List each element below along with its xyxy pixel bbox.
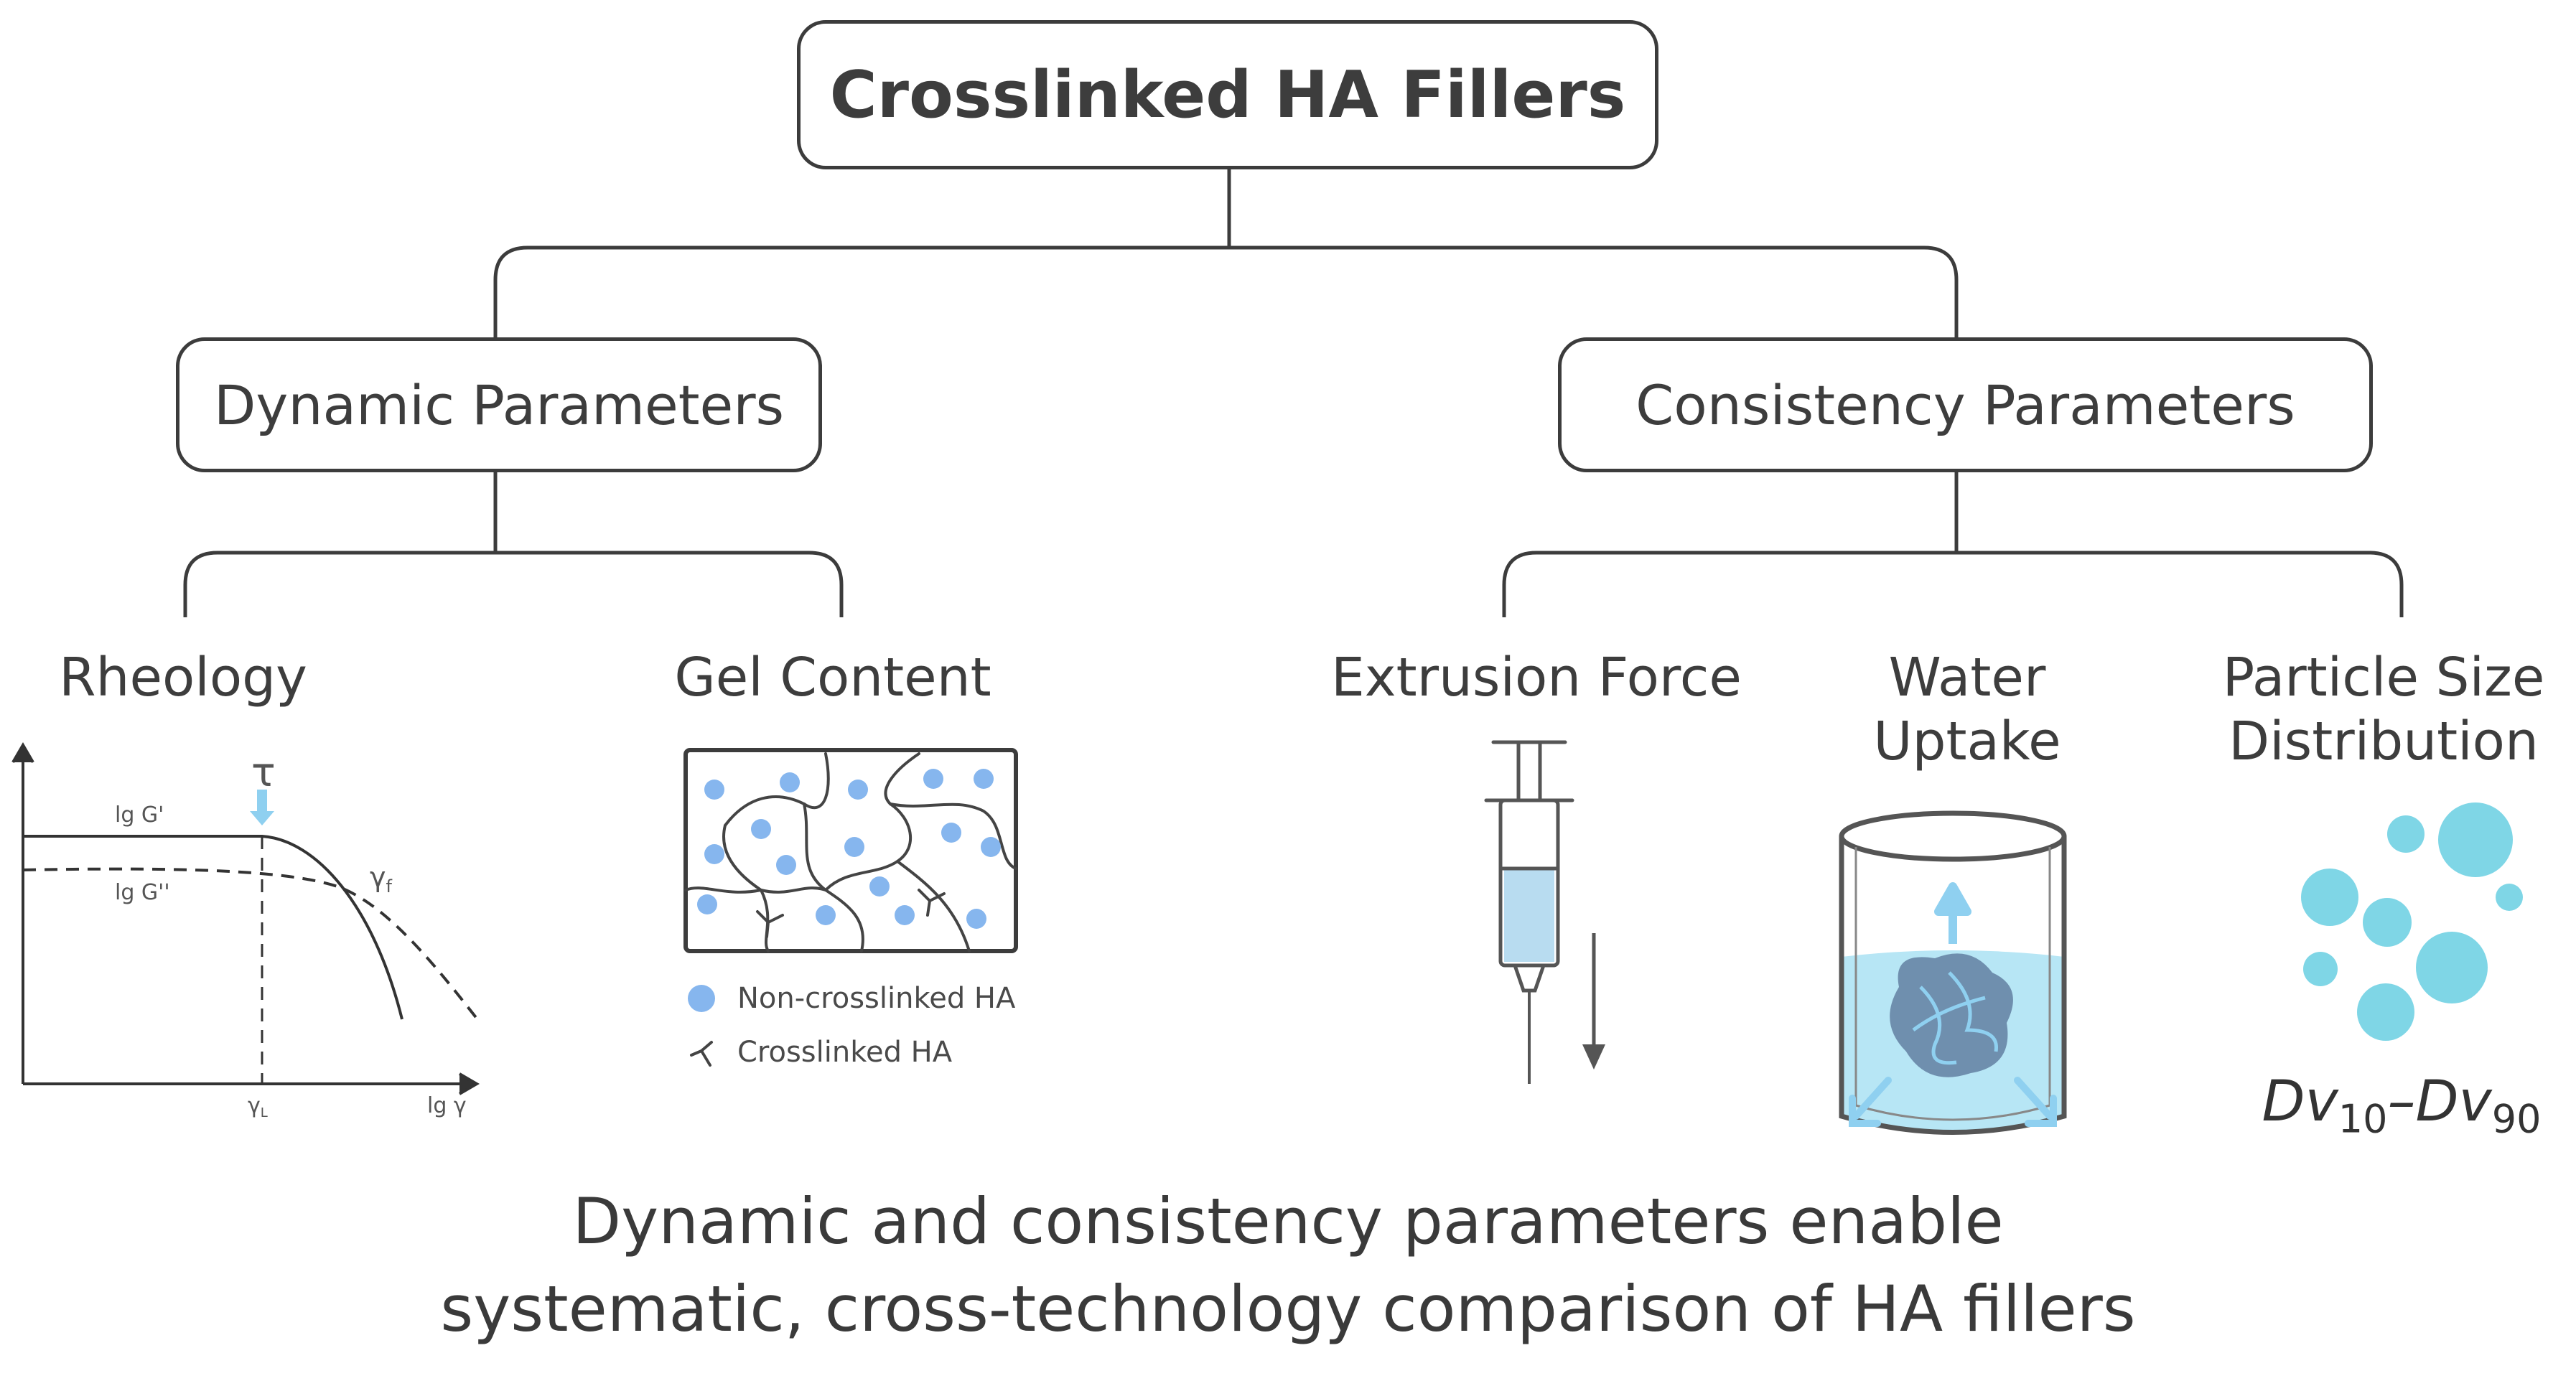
- gel-network-icon: [683, 748, 1018, 953]
- swell-arrow-left-icon: [1849, 1077, 1892, 1127]
- water-uptake-line1: Water: [1888, 647, 2046, 708]
- storage-modulus-curve: [23, 835, 403, 1020]
- caption-line1: Dynamic and consistency parameters enabl…: [572, 1184, 2004, 1258]
- water-uptake-label: Water Uptake: [1809, 646, 2125, 774]
- extrusion-force-label: Extrusion Force: [1331, 647, 1742, 708]
- ha-dot: [776, 855, 796, 875]
- gamma-l-symbol: γ: [248, 1093, 261, 1118]
- particle: [2303, 952, 2338, 986]
- curve1-label: lg G': [115, 802, 164, 828]
- rheology-label: Rheology: [59, 647, 307, 708]
- particle: [2438, 802, 2513, 877]
- ha-dot: [704, 844, 724, 864]
- ha-dot: [780, 772, 800, 792]
- dv90-subscript: 90: [2491, 1096, 2542, 1142]
- particle: [2357, 983, 2414, 1041]
- ha-dot: [816, 905, 836, 925]
- particle-size-line2: Distribution: [2229, 710, 2539, 772]
- ha-dot: [981, 837, 1001, 857]
- beaker-rim: [1839, 810, 2067, 862]
- root-connector: [493, 169, 1959, 337]
- particle: [2416, 932, 2488, 1003]
- network-strand: [760, 886, 827, 894]
- ha-dot: [697, 894, 717, 914]
- tau-arrow-icon: [250, 790, 274, 825]
- curve2-label: lg G'': [115, 880, 170, 905]
- particle-formula: Dv10–Dv90: [2236, 1070, 2567, 1142]
- dv10-symbol: Dv: [2262, 1070, 2338, 1134]
- water-beaker-icon: [1839, 810, 2067, 1135]
- particles-icon: [2301, 802, 2523, 1041]
- legend-non-crosslinked: Non-crosslinked HA: [686, 982, 1015, 1015]
- syringe-liquid: [1504, 869, 1554, 962]
- crosslink-mark: [918, 889, 946, 917]
- gamma-f-subscript: f: [386, 876, 393, 897]
- syringe-icon: [1484, 740, 1605, 1084]
- ha-dot: [923, 769, 943, 789]
- syringe-tip: [1513, 965, 1546, 993]
- consistency-parameters-box: Consistency Parameters: [1558, 337, 2373, 472]
- dynamic-connector: [183, 472, 844, 617]
- tau-label: τ: [251, 749, 276, 796]
- gamma-f-label: γf: [370, 861, 393, 897]
- rheology-chart: τ lg G' lg G'' γf γL lg γ: [11, 742, 480, 1120]
- network-strand: [824, 752, 920, 891]
- ha-dot: [848, 780, 868, 800]
- ha-dot: [941, 823, 961, 843]
- root-title: Crosslinked HA Fillers: [829, 57, 1626, 133]
- ha-dot: [869, 876, 890, 897]
- ha-dot: [844, 837, 864, 857]
- particle-size-line1: Particle Size: [2222, 647, 2545, 708]
- particle: [2496, 884, 2523, 911]
- gel-content-label: Gel Content: [674, 647, 991, 708]
- hydrogel-strand: [1919, 986, 1957, 1065]
- ha-dot: [974, 769, 994, 789]
- network-strand: [889, 802, 1017, 870]
- ha-dot: [751, 819, 771, 839]
- dynamic-parameters-box: Dynamic Parameters: [176, 337, 822, 472]
- plunger-rod: [1516, 740, 1542, 802]
- gamma-l-label: γL: [248, 1093, 268, 1120]
- crosslink-icon: [690, 1041, 713, 1067]
- legend-crosslinked-text: Crosslinked HA: [737, 1036, 953, 1069]
- up-arrow-icon: [1934, 882, 1971, 944]
- dynamic-parameters-label: Dynamic Parameters: [213, 373, 785, 437]
- hydrogel-strand: [1948, 971, 1998, 1052]
- crosslink-mark: [756, 910, 784, 938]
- x-axis-label: lg γ: [427, 1093, 467, 1118]
- particle: [2387, 815, 2425, 853]
- ha-dot: [966, 909, 986, 929]
- particle: [2363, 898, 2412, 947]
- loss-modulus-curve: [22, 867, 479, 1021]
- legend-non-crosslinked-text: Non-crosslinked HA: [737, 982, 1016, 1015]
- dv90-symbol: Dv: [2415, 1070, 2492, 1134]
- swell-arrow-right-icon: [2014, 1077, 2057, 1127]
- particle-size-label: Particle Size Distribution: [2197, 646, 2570, 774]
- ha-dot: [704, 780, 724, 800]
- formula-dash: –: [2387, 1070, 2416, 1134]
- consistency-parameters-label: Consistency Parameters: [1635, 373, 2295, 437]
- water-uptake-line2: Uptake: [1873, 710, 2061, 772]
- ha-dot: [895, 905, 915, 925]
- x-axis-arrowhead: [458, 1072, 480, 1095]
- hydrogel-strand: [1912, 996, 1986, 1032]
- gamma-f-symbol: γ: [370, 861, 386, 893]
- y-axis-arrowhead: [11, 742, 34, 764]
- network-strand: [684, 886, 762, 894]
- caption-line2: systematic, cross-technology comparison …: [440, 1272, 2136, 1346]
- blue-dot-icon: [688, 985, 715, 1012]
- gamma-l-subscript: L: [261, 1105, 268, 1120]
- hydrogel-blob: [1890, 953, 2013, 1077]
- beaker-inner: [1854, 847, 2051, 1121]
- consistency-connector: [1502, 472, 2404, 617]
- particle: [2301, 869, 2358, 926]
- dv10-subscript: 10: [2338, 1096, 2388, 1142]
- root-title-box: Crosslinked HA Fillers: [797, 20, 1658, 169]
- force-arrow-head: [1582, 1044, 1605, 1070]
- legend-crosslinked: Crosslinked HA: [686, 1036, 952, 1069]
